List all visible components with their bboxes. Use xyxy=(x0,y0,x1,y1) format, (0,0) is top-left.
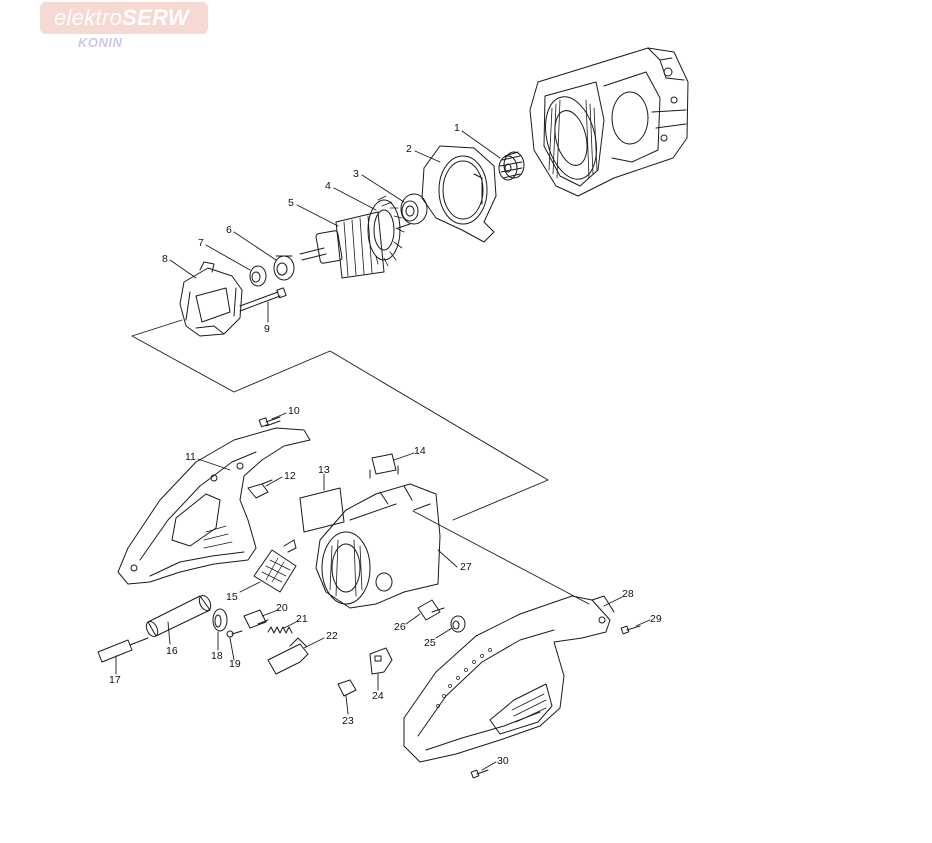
part-9-screw xyxy=(239,287,287,312)
callout-28: 28 xyxy=(622,588,634,600)
callout-8: 8 xyxy=(162,253,168,265)
assembly-group-lines xyxy=(131,319,590,605)
part-30-screw xyxy=(470,769,489,779)
callout-27: 27 xyxy=(460,561,472,573)
part-19-screw xyxy=(226,630,243,638)
gear-housing xyxy=(529,47,689,197)
callout-20: 20 xyxy=(276,602,288,614)
callout-1: 1 xyxy=(454,122,460,134)
part-3-bearing xyxy=(400,193,428,225)
callout-14: 14 xyxy=(414,445,426,457)
callout-19: 19 xyxy=(229,658,241,670)
part-17-rod xyxy=(97,637,149,663)
callout-23: 23 xyxy=(342,715,354,727)
part-2-baffle-plate xyxy=(421,145,497,243)
callout-17: 17 xyxy=(109,674,121,686)
part-26-nut xyxy=(417,599,445,621)
part-1-pinion xyxy=(498,151,525,181)
callout-4: 4 xyxy=(325,180,331,192)
part-6-ring xyxy=(273,255,295,281)
part-22-lever xyxy=(267,637,309,675)
part-14-switch xyxy=(369,453,399,479)
logo-background xyxy=(40,2,208,34)
group-line-housing xyxy=(412,510,590,605)
logo-city: KONIN xyxy=(78,35,123,50)
part-18-knob xyxy=(212,608,228,632)
callout-11: 11 xyxy=(185,451,196,463)
callout-16: 16 xyxy=(166,645,178,657)
callout-25: 25 xyxy=(424,637,436,649)
callout-18: 18 xyxy=(211,650,223,662)
part-12-clamp xyxy=(247,479,273,499)
part-8-field xyxy=(179,261,243,337)
logo-brand-bold: SERW xyxy=(122,5,189,30)
part-13-label xyxy=(299,487,345,533)
callout-30: 30 xyxy=(497,755,509,767)
part-23-block xyxy=(337,679,357,697)
part-10-screw xyxy=(258,416,281,428)
callout-29: 29 xyxy=(650,613,662,625)
callout-13: 13 xyxy=(318,464,330,476)
part-20-pin xyxy=(243,609,269,629)
part-28-housing-right xyxy=(403,595,615,763)
part-21-spring xyxy=(267,626,293,634)
part-24-clip xyxy=(369,647,393,675)
callout-21: 21 xyxy=(296,613,308,625)
part-7-bearing xyxy=(249,265,267,287)
part-4-5-armature xyxy=(299,195,411,279)
part-25-bushing xyxy=(450,615,466,633)
callout-10: 10 xyxy=(288,405,300,417)
callout-12: 12 xyxy=(284,470,296,482)
callout-2: 2 xyxy=(406,143,412,155)
logo-brand-light: elektro xyxy=(54,5,123,30)
callout-numbers: 1 2 3 4 5 6 7 8 9 10 11 12 13 14 15 16 1… xyxy=(109,122,662,767)
part-11-housing-left xyxy=(117,427,311,585)
callout-3: 3 xyxy=(353,168,359,180)
callout-26: 26 xyxy=(394,621,406,633)
callout-5: 5 xyxy=(288,197,294,209)
group-line-motor xyxy=(131,319,549,521)
callout-15: 15 xyxy=(226,591,238,603)
callout-24: 24 xyxy=(372,690,384,702)
part-15-grille xyxy=(253,539,297,593)
callout-7: 7 xyxy=(198,237,204,249)
leader-lines xyxy=(115,130,651,771)
callout-22: 22 xyxy=(326,630,338,642)
logo-text: elektroSERW xyxy=(54,5,189,31)
callout-6: 6 xyxy=(226,224,232,236)
callout-9: 9 xyxy=(264,323,270,335)
part-29-screw xyxy=(620,625,641,635)
elektroserw-logo: elektroSERW KONIN xyxy=(40,2,208,52)
part-16-grip-tube xyxy=(145,594,212,638)
part-27-motor-housing xyxy=(315,483,441,609)
